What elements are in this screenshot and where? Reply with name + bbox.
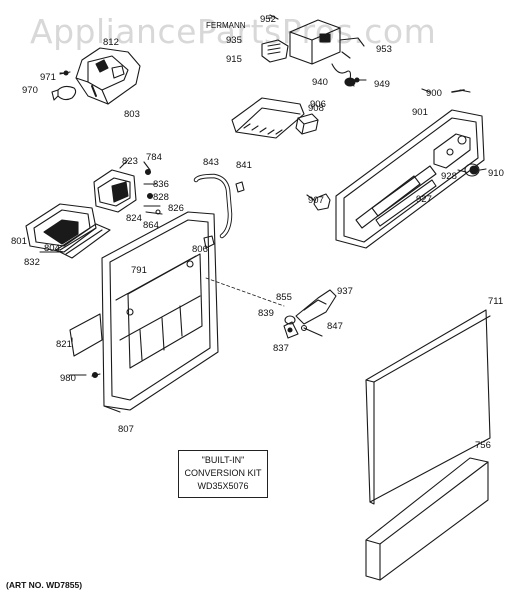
part-label-901: 901 (412, 107, 428, 118)
part-label-812: 812 (103, 37, 119, 48)
part-label-828: 828 (153, 192, 169, 203)
hose-843-drawing (193, 173, 233, 239)
part-label-952: 952 (260, 14, 276, 25)
watermark: AppliancePartsPros.com (30, 12, 437, 51)
part-label-906: 906 (310, 99, 326, 110)
knob-910-drawing (457, 163, 480, 177)
part-label-971: 971 (40, 72, 56, 83)
part-label-839: 839 (258, 308, 274, 319)
kit-line-3: WD35X5076 (197, 481, 249, 491)
part-label-953: 953 (376, 44, 392, 55)
part-label-806: 806 (192, 244, 208, 255)
part-label-784: 784 (146, 152, 162, 163)
part-label-949: 949 (374, 79, 390, 90)
clip-907-drawing (313, 193, 331, 211)
part-label-900: 900 (426, 88, 442, 99)
part-label-823: 823 (122, 156, 138, 167)
part-label-824: 824 (126, 213, 142, 224)
part-label-836: 836 (153, 179, 169, 190)
hinge-937-drawing (283, 289, 337, 339)
part-label-940: 940 (312, 77, 328, 88)
part-label-756: 756 (475, 440, 491, 451)
part-label-935: 935 (226, 35, 242, 46)
kit-line-2: CONVERSION KIT (184, 468, 262, 478)
part-label-807: 807 (118, 424, 134, 435)
part-label-837: 837 (273, 343, 289, 354)
leader-line (205, 277, 285, 307)
part-label-843: 843 (203, 157, 219, 168)
bracket-906-drawing (231, 97, 319, 139)
part-label-711: 711 (488, 296, 504, 307)
part-label-937: 937 (337, 286, 353, 297)
vent-801-drawing (25, 203, 111, 259)
part-label-970: 970 (22, 85, 38, 96)
panel-711-drawing (365, 309, 491, 505)
part-label-910: 910 (488, 168, 504, 179)
module-823-drawing (93, 159, 163, 215)
control-panel-drawing (335, 89, 485, 249)
part-label-855: 855 (276, 292, 292, 303)
part-label-821: 821 (56, 339, 72, 350)
panel-756-drawing (365, 457, 489, 581)
grommet-841-drawing (235, 181, 245, 193)
latch-assembly-drawing (51, 47, 141, 105)
partial-label: FERMANN (206, 21, 246, 30)
part-label-832: 832 (24, 257, 40, 268)
part-label-907: 907 (308, 195, 324, 206)
part-label-803: 803 (124, 109, 140, 120)
part-label-841: 841 (236, 160, 252, 171)
door-frame-807-drawing (69, 211, 219, 413)
part-label-801: 801 (11, 236, 27, 247)
part-label-847: 847 (327, 321, 343, 332)
part-label-928: 928 (441, 171, 457, 182)
switch-assembly-drawing (261, 17, 367, 87)
part-label-826: 826 (168, 203, 184, 214)
conversion-kit-box: "BUILT-IN" CONVERSION KIT WD35X5076 (178, 450, 268, 498)
art-number: (ART NO. WD7855) (6, 580, 83, 590)
part-label-791: 791 (131, 265, 147, 276)
part-label-864: 864 (143, 220, 159, 231)
kit-line-1: "BUILT-IN" (201, 455, 245, 465)
part-label-980: 980 (60, 373, 76, 384)
part-label-927: 927 (416, 194, 432, 205)
part-label-915: 915 (226, 54, 242, 65)
part-label-804: 804 (44, 243, 60, 254)
part-label-908: 908 (308, 103, 324, 114)
